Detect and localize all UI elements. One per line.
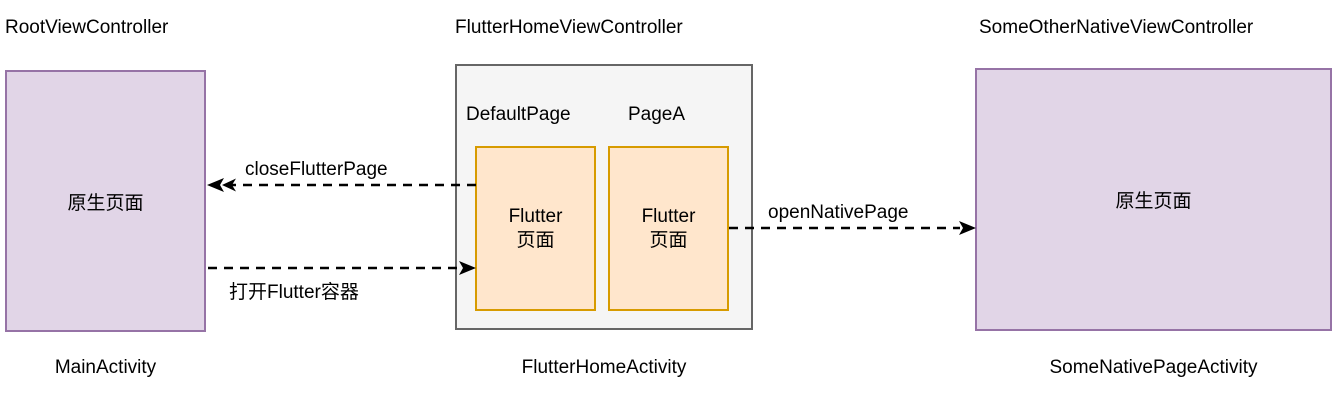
page-tag-page-a: PageA [628,104,686,125]
edge-open-flutter-container [208,261,476,275]
node-title-flutter-home-view-controller: FlutterHomeViewController [455,17,683,38]
node-root-view-controller[interactable]: 原生页面 [5,70,206,332]
node-body-some-other-native-view-controller: 原生页面 [1115,191,1192,212]
edge-label-open-native-page: openNativePage [766,202,911,223]
node-title-some-other-native-view-controller: SomeOtherNativeViewController [979,17,1254,38]
node-some-other-native-view-controller[interactable]: 原生页面 [975,68,1332,331]
node-page-a[interactable]: Flutter 页面 [608,146,729,311]
edge-open-native-page [729,221,976,235]
node-body-default-page-line1: Flutter [508,206,563,228]
node-default-page[interactable]: Flutter 页面 [475,146,596,311]
node-body-page-a-line2: 页面 [649,229,688,251]
edge-label-close-flutter-page: closeFlutterPage [243,159,390,180]
node-title-root-view-controller: RootViewController [5,17,169,38]
node-caption-flutter-home-activity: FlutterHomeActivity [521,357,687,378]
node-caption-main-activity: MainActivity [54,357,157,378]
node-caption-some-native-page-activity: SomeNativePageActivity [1049,357,1258,378]
node-body-root-view-controller: 原生页面 [67,192,144,214]
edge-label-open-flutter-container: 打开Flutter容器 [227,282,361,303]
node-body-default-page-line2: 页面 [516,229,555,251]
edge-close-flutter-page [207,178,476,192]
page-tag-default-page: DefaultPage [466,104,571,125]
node-body-page-a-line1: Flutter [641,206,696,228]
